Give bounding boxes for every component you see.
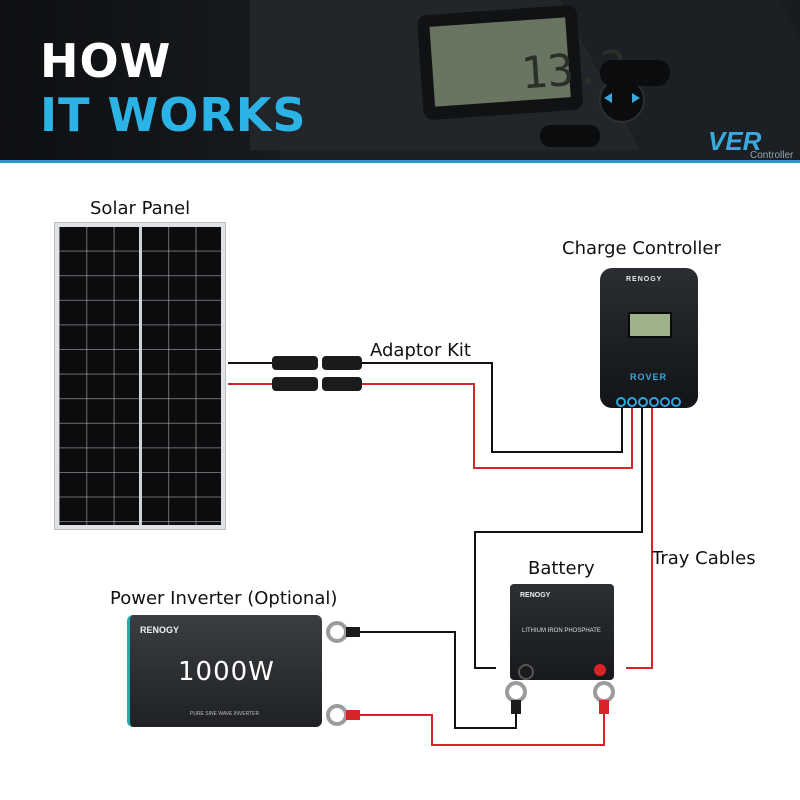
controller-model: ROVER (630, 372, 668, 382)
header-banner: 13.3 VER Controller HOW IT WORKS (0, 0, 800, 160)
controller-closeup-graphic: 13.3 VER Controller (250, 0, 800, 160)
rover-badge-sub: Controller (750, 150, 794, 160)
charge-controller: RENOGY ROVER (600, 268, 698, 408)
battery-label: Battery (528, 558, 595, 579)
battery-ring-terminal-negative (505, 681, 527, 714)
tray-cable-negative (474, 408, 643, 669)
rover-badge: VER (708, 126, 762, 156)
mc4-connector-negative (272, 356, 362, 370)
battery-type: LITHIUM IRON PHOSPHATE (522, 628, 601, 634)
banner-divider (0, 160, 800, 163)
tray-cable-positive (626, 408, 653, 669)
battery-ring-terminal-positive (593, 681, 615, 714)
battery-brand: RENOGY (520, 592, 551, 599)
controller-port (638, 397, 648, 407)
inverter-subtext: PURE SINE WAVE INVERTER (190, 711, 260, 717)
inverter-brand: RENOGY (140, 625, 180, 635)
power-inverter-label: Power Inverter (Optional) (110, 588, 338, 609)
controller-brand: RENOGY (626, 276, 663, 283)
controller-port (616, 397, 626, 407)
inverter-ring-terminal-positive (326, 704, 360, 726)
inverter-ring-terminal-negative (326, 621, 360, 643)
controller-port (671, 397, 681, 407)
adaptor-negative-wire (362, 362, 623, 453)
right-arrow-icon (632, 93, 640, 103)
inverter-wattage: 1000W (178, 657, 275, 687)
charge-controller-label: Charge Controller (562, 238, 721, 259)
controller-lcd (628, 312, 672, 338)
battery-positive-terminal (594, 664, 606, 676)
title-line-1: HOW (40, 34, 172, 88)
lcd-screen (429, 17, 571, 107)
mc4-connector-positive (272, 377, 362, 391)
controller-port (660, 397, 670, 407)
left-arrow-icon (604, 93, 612, 103)
controller-port (627, 397, 637, 407)
title-line-2: IT WORKS (40, 88, 307, 142)
adaptor-positive-wire (362, 383, 633, 469)
battery-negative-terminal (518, 664, 534, 680)
solar-panel-label: Solar Panel (90, 198, 191, 219)
controller-port (649, 397, 659, 407)
inverter-negative-wire (350, 631, 517, 729)
inverter-positive-wire (350, 700, 605, 746)
battery: RENOGY LITHIUM IRON PHOSPHATE (510, 584, 614, 680)
solar-panel (54, 222, 226, 530)
power-inverter: RENOGY 1000W PURE SINE WAVE INVERTER (127, 615, 322, 727)
adaptor-kit-label: Adaptor Kit (370, 340, 471, 361)
tray-cables-label: Tray Cables (652, 548, 756, 569)
panel-frame-spine (139, 227, 142, 525)
